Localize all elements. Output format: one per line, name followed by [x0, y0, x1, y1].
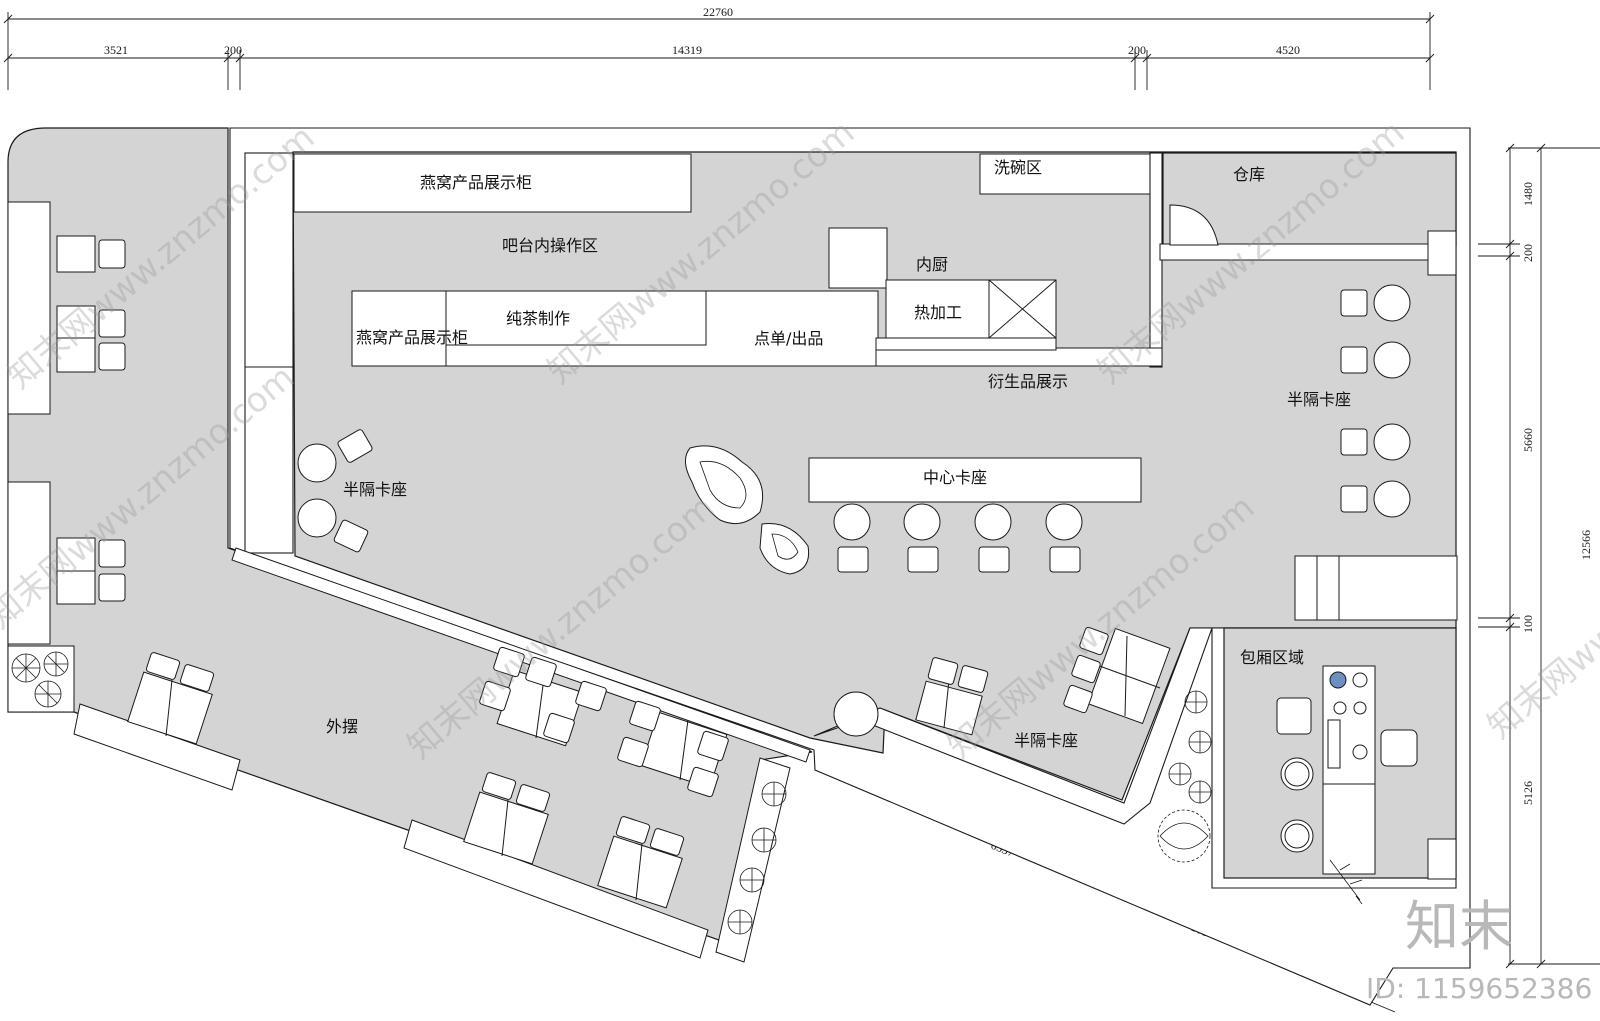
watermark-text: 知末网www.znzmo.com	[1480, 467, 1600, 746]
label-bar-operation: 吧台内操作区	[502, 236, 598, 255]
label-half-booth-right: 半隔卡座	[1287, 390, 1351, 409]
dishwash-counter	[979, 153, 1153, 195]
bottom-half-booth	[833, 626, 1171, 737]
chair	[907, 546, 939, 573]
label-order-pickup: 点单/出品	[754, 329, 823, 348]
chair	[1049, 546, 1081, 573]
left-half-booth	[297, 429, 373, 553]
label-warehouse: 仓库	[1233, 165, 1265, 184]
label-hot-process: 热加工	[914, 303, 962, 322]
dim-total-width: 22760	[703, 5, 733, 19]
dim-right-3: 5660	[1521, 428, 1535, 452]
label-half-booth-left: 半隔卡座	[343, 480, 407, 499]
display-cabinet-top	[293, 153, 692, 213]
dim-right-5: 5126	[1521, 781, 1535, 805]
label-tea-making: 纯茶制作	[506, 309, 570, 328]
stool	[903, 503, 941, 541]
dim-right-4: 100	[1521, 615, 1535, 633]
label-dishwash: 洗碗区	[994, 158, 1042, 177]
right-half-booth	[1294, 284, 1458, 621]
bar-area	[293, 152, 1457, 368]
label-private-room: 包厢区域	[1240, 648, 1304, 667]
center-stools	[833, 503, 1083, 573]
dim-seg-1: 3521	[104, 43, 128, 57]
label-center-booth: 中心卡座	[923, 468, 987, 487]
center-booth-table	[808, 457, 1142, 503]
chair	[978, 546, 1010, 573]
room-labels: 燕窝产品展示柜 洗碗区 仓库 吧台内操作区 内厨 热加工 纯茶制作 燕窝产品展示…	[326, 158, 1351, 750]
dim-right-total: 12566	[1579, 530, 1593, 560]
image-id: ID: 1159652386	[1366, 972, 1592, 1005]
brand-logo-text: 知末	[1405, 895, 1513, 958]
dim-seg-4: 200	[1128, 43, 1146, 57]
center-booth	[685, 445, 1142, 575]
outdoor-area	[7, 127, 813, 959]
plants	[7, 645, 1363, 963]
brand-watermark: 知末 ID: 1159652386	[1366, 895, 1592, 1005]
kitchen-pillar	[828, 227, 888, 289]
chair	[837, 546, 869, 573]
label-display-cabinet-bar: 燕窝产品展示柜	[356, 328, 468, 347]
label-kitchen: 内厨	[916, 255, 948, 274]
stool	[833, 503, 871, 541]
dim-seg-5: 4520	[1276, 43, 1300, 57]
dim-right-1: 1480	[1521, 182, 1535, 206]
private-room	[1211, 627, 1457, 889]
label-display-cabinet-top: 燕窝产品展示柜	[420, 173, 532, 192]
stool	[974, 503, 1012, 541]
dim-seg-2: 200	[224, 43, 242, 57]
label-derivative-display: 衍生品展示	[988, 372, 1068, 391]
rock-sculpture	[685, 445, 810, 575]
label-half-booth-bottom: 半隔卡座	[1014, 731, 1078, 750]
dim-seg-3: 14319	[672, 43, 702, 57]
label-outdoor: 外摆	[326, 717, 358, 736]
stool	[1045, 503, 1083, 541]
dim-right-2: 200	[1521, 244, 1535, 262]
